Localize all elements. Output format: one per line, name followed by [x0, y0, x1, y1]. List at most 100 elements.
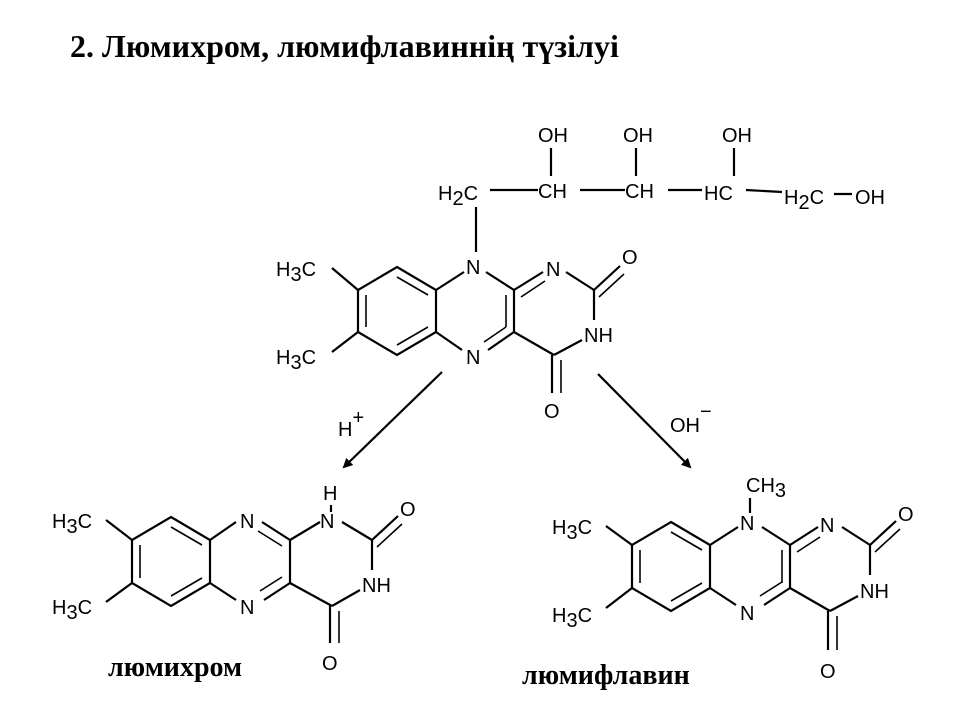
atom-nh3: NH: [584, 325, 613, 347]
bond: [435, 331, 463, 351]
atom-o4: O: [322, 653, 338, 675]
atom-h3c-7: H3C: [276, 259, 316, 286]
bond: [487, 331, 515, 351]
bond: [331, 331, 359, 353]
double-bond: [396, 326, 429, 346]
bond: [209, 582, 237, 601]
atom-h3c: H3C: [52, 511, 92, 538]
double-bond: [170, 577, 203, 597]
atom-o4: O: [544, 401, 560, 423]
double-bond: [670, 582, 703, 602]
ribityl-chain: H2C CH CH HC H2C OH OH OH OH: [438, 125, 885, 252]
atom-n: N: [240, 597, 254, 619]
double-bond: [874, 528, 901, 553]
bond: [209, 521, 237, 541]
double-bond: [483, 326, 507, 343]
bond: [331, 267, 359, 291]
atom-hc: HC: [704, 183, 733, 205]
lumiflavin-structure: N CH3 N N NH O O H3C: [552, 475, 914, 683]
atom-n5: N: [466, 347, 480, 369]
bond: [553, 339, 583, 356]
condition-base: OH−: [670, 401, 712, 437]
atom-n: N: [240, 511, 254, 533]
atom-n1: N: [546, 259, 560, 281]
bond: [829, 595, 859, 612]
atom-o2: O: [898, 504, 914, 526]
atom-n5: N: [740, 603, 754, 625]
reaction-arrows: H+ OH−: [338, 371, 712, 469]
double-bond: [670, 531, 703, 551]
bond: [789, 587, 831, 612]
atom-nh3: NH: [860, 581, 889, 603]
ring-benzene: [130, 515, 212, 608]
bond: [841, 526, 871, 546]
double-bond: [396, 276, 429, 296]
bond: [105, 582, 133, 603]
bond: [593, 265, 621, 291]
bond: [105, 519, 133, 541]
atom-ch-1: CH: [538, 181, 567, 203]
double-bond: [376, 523, 403, 548]
slide-title: 2. Люмихром, люмифлавиннің түзілуі: [70, 28, 619, 64]
double-bond: [796, 536, 821, 553]
ring-benzene: [356, 265, 438, 357]
atom-n10: N: [466, 257, 480, 279]
atom-o4: O: [820, 661, 836, 683]
bond: [761, 526, 791, 546]
bond: [605, 587, 633, 609]
condition-acid: H+: [338, 407, 364, 441]
bond: [289, 582, 333, 607]
bond: [605, 525, 633, 546]
atom-h3c: H3C: [52, 597, 92, 624]
ring-benzene: [630, 520, 712, 613]
bond: [513, 331, 555, 356]
bond: [789, 526, 819, 546]
double-bond: [598, 273, 625, 298]
lumichrome-structure: N N N H NH O O H3C H3C: [52, 483, 416, 675]
bond: [709, 526, 739, 546]
double-bond: [257, 530, 283, 547]
bond: [331, 589, 361, 607]
bond: [435, 271, 465, 291]
riboflavin-structure: H2C CH CH HC H2C OH OH OH OH: [276, 125, 885, 423]
double-bond: [259, 576, 283, 592]
bond: [263, 582, 291, 601]
caption-lumichrome: люмихром: [108, 652, 243, 683]
bond: [341, 521, 373, 541]
bond: [763, 587, 791, 606]
atom-n10: N: [740, 513, 754, 535]
atom-h2c-1: H2C: [438, 183, 478, 210]
atom-h3c: H3C: [552, 517, 592, 544]
bond: [261, 521, 291, 541]
atom-ch-2: CH: [625, 181, 654, 203]
atom-nh3: NH: [362, 575, 391, 597]
atom-nh1: N: [320, 511, 334, 533]
atom-oh-3: OH: [722, 125, 752, 147]
bond: [869, 520, 897, 546]
atom-o2: O: [400, 499, 416, 521]
caption-lumiflavin: люмифлавин: [522, 660, 690, 691]
bond: [745, 188, 783, 194]
atom-h3c: H3C: [552, 605, 592, 632]
double-bond: [520, 280, 546, 298]
bond: [565, 271, 595, 291]
bond: [289, 521, 321, 541]
bond: [709, 587, 737, 606]
atom-h3c-8: H3C: [276, 347, 316, 374]
atom-ch3: CH3: [746, 475, 786, 502]
arrow-acid: [342, 371, 443, 469]
arrow-base: [597, 373, 692, 469]
double-bond: [170, 526, 203, 546]
atom-n1: N: [820, 515, 834, 537]
double-bond: [759, 581, 783, 597]
atom-oh-2: OH: [623, 125, 653, 147]
bond: [485, 271, 515, 291]
atom-oh-terminal: OH: [855, 187, 885, 209]
atom-h2c-2: H2C: [784, 187, 824, 214]
atom-o2: O: [622, 247, 638, 269]
atom-h1: H: [323, 483, 337, 505]
atom-oh-1: OH: [538, 125, 568, 147]
bond: [513, 271, 544, 291]
